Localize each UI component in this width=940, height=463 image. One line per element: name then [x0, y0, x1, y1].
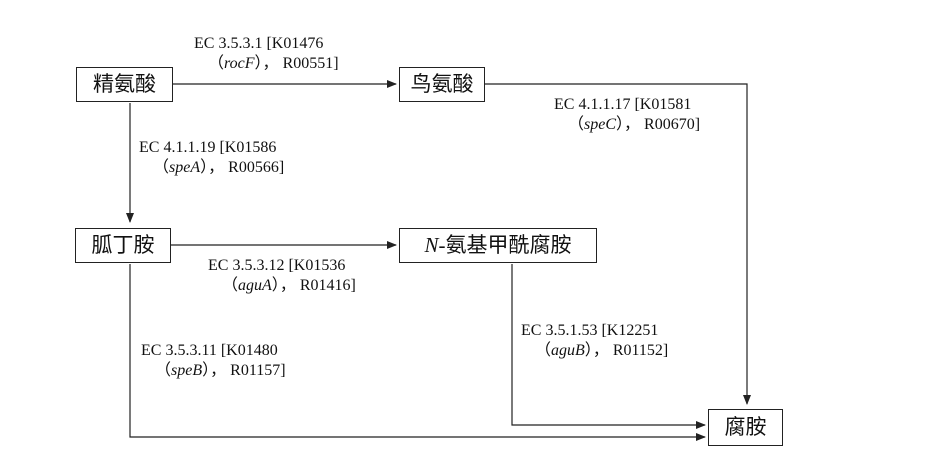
node-arginine-label: 精氨酸: [93, 72, 156, 96]
node-carbamoylputrescine: N-氨基甲酰腐胺: [399, 228, 597, 263]
gene-name: aguB: [551, 342, 585, 359]
reaction-id: R00670]: [644, 116, 701, 133]
node-agmatine-label: 胍丁胺: [91, 233, 155, 257]
node-ornithine: 鸟氨酸: [399, 67, 485, 102]
reaction-id: R01416]: [299, 277, 356, 294]
node-putrescine: 腐胺: [708, 409, 783, 446]
reaction-id: R01157]: [230, 362, 286, 379]
gene-name: speB: [171, 362, 203, 379]
edge-label-ec: EC 4.1.1.19 [K01586: [139, 139, 277, 156]
reaction-id: R00551]: [282, 55, 339, 72]
gene-name: speA: [169, 159, 201, 176]
edge-label-arginine-ornithine: EC 3.5.3.1 [K01476 （rocF）， R00551]: [194, 35, 339, 72]
edge-label-ec: EC 3.5.1.53 [K12251: [521, 322, 659, 339]
edge-label-ec: EC 3.5.3.1 [K01476: [194, 35, 324, 52]
node-arginine: 精氨酸: [76, 67, 173, 102]
edge-carbamoylputrescine-putrescine: [511, 264, 706, 429]
reaction-id: R01152]: [612, 342, 669, 359]
edge-label-ec: EC 3.5.3.12 [K01536: [208, 257, 346, 274]
reaction-id: R00566]: [228, 159, 285, 176]
node-putrescine-label: 腐胺: [724, 415, 767, 439]
edge-label-arginine-agmatine: EC 4.1.1.19 [K01586 （speA）， R00566]: [139, 139, 285, 176]
node-agmatine: 胍丁胺: [75, 228, 171, 263]
edge-ornithine-putrescine: [485, 83, 751, 405]
gene-name: speC: [584, 116, 617, 133]
gene-name: aguA: [238, 277, 272, 294]
edge-label-agmatine-carbamoylputrescine: EC 3.5.3.12 [K01536 （aguA）， R01416]: [208, 257, 356, 294]
edge-label-agmatine-putrescine: EC 3.5.3.11 [K01480 （speB）， R01157]: [141, 342, 286, 379]
edge-agmatine-putrescine: [129, 264, 706, 441]
edge-label-ec: EC 3.5.3.11 [K01480: [141, 342, 278, 359]
edge-label-ornithine-putrescine: EC 4.1.1.17 [K01581 （speC）， R00670]: [554, 96, 701, 133]
edge-label-ec: EC 4.1.1.17 [K01581: [554, 96, 692, 113]
node-carbamoylputrescine-prefix: N: [424, 233, 439, 257]
gene-name: rocF: [224, 55, 255, 72]
node-carbamoylputrescine-label: -氨基甲酰腐胺: [438, 233, 572, 257]
node-ornithine-label: 鸟氨酸: [410, 72, 474, 96]
edge-label-carbamoylputrescine-putrescine: EC 3.5.1.53 [K12251 （aguB）， R01152]: [521, 322, 669, 359]
